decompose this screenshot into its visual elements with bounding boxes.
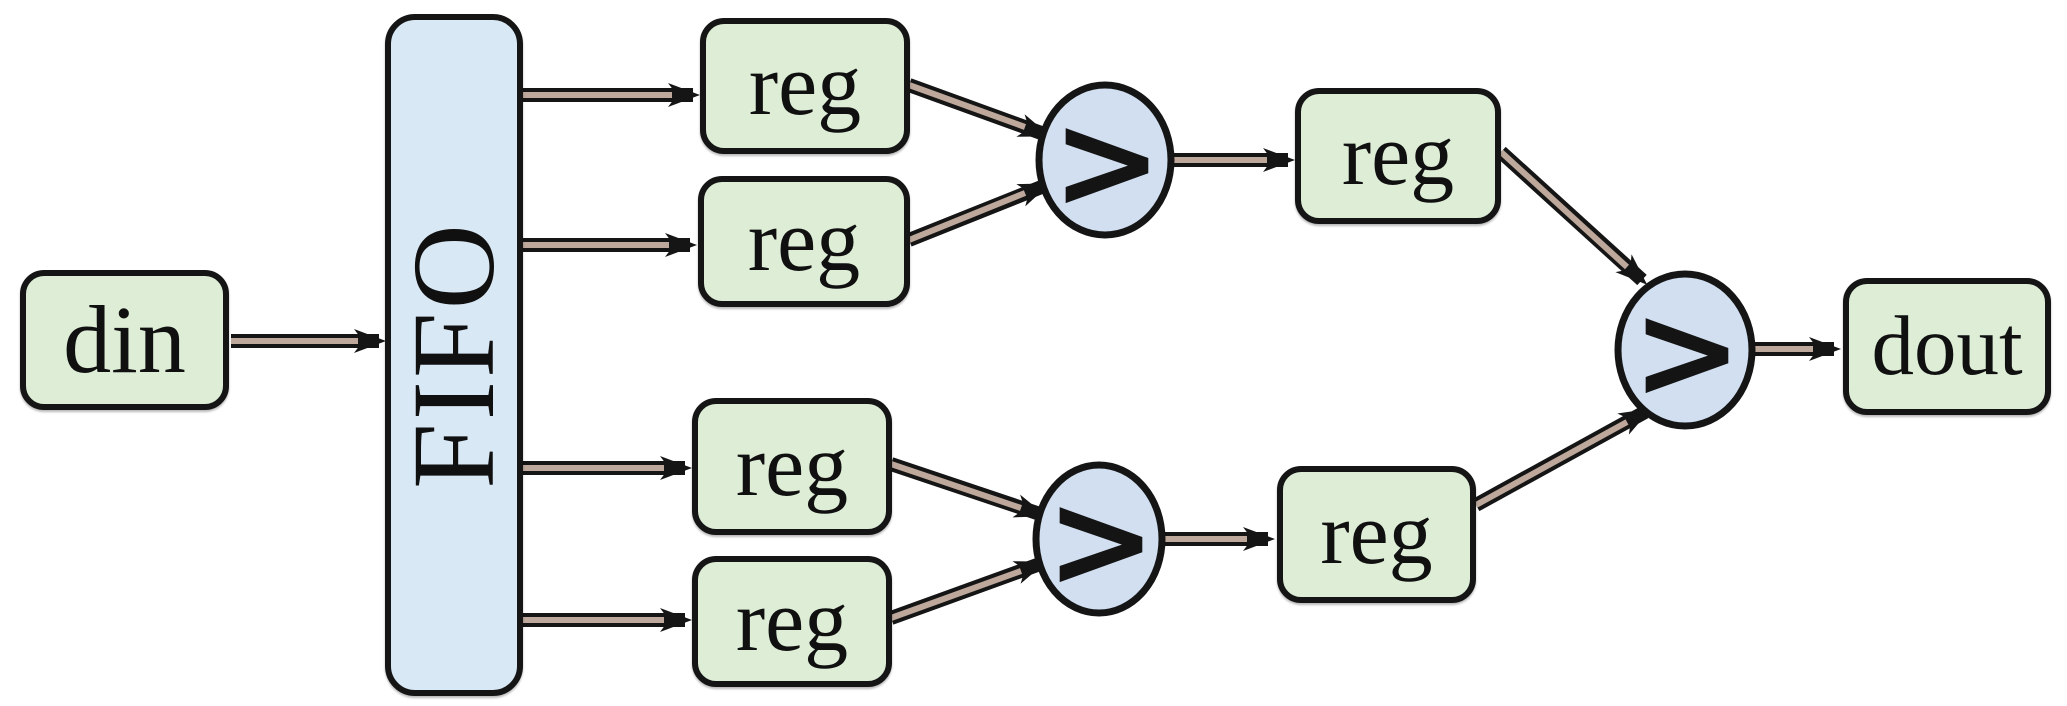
node-fifo: FIFO: [385, 14, 523, 696]
node-fifo-label: FIFO: [388, 221, 520, 489]
comparator-final-circle: [1614, 270, 1756, 430]
edge-reg-bottom-2-comparator-bottom: [888, 557, 1047, 625]
node-reg-label: reg: [748, 37, 862, 134]
node-dout: dout: [1843, 278, 2051, 415]
greater-than-icon: >: [1632, 275, 1743, 429]
greater-than-icon: >: [1046, 464, 1157, 618]
node-reg-bottom-1: reg: [692, 398, 892, 535]
edge-reg-stage2-top-comparator-final: [1496, 146, 1648, 286]
node-reg-label: reg: [735, 572, 849, 670]
edge-reg-bottom-1-comparator-bottom: [888, 457, 1047, 521]
node-din-label: din: [63, 286, 186, 393]
node-reg-stage2-top: reg: [1295, 88, 1501, 224]
comparator-bottom-circle: [1032, 461, 1166, 617]
edge-reg-top-2-comparator-top: [906, 179, 1051, 247]
comparator-bottom: >: [1032, 461, 1166, 618]
node-reg-bottom-2: reg: [692, 556, 892, 687]
comparator-top: >: [1035, 81, 1175, 239]
node-reg-label: reg: [1320, 485, 1433, 583]
comparator-final: >: [1614, 270, 1756, 430]
greater-than-icon: >: [1052, 85, 1163, 239]
node-dout-label: dout: [1871, 299, 2023, 393]
comparator-top-circle: [1035, 81, 1175, 239]
node-reg-top-1: reg: [700, 18, 910, 154]
node-din: din: [20, 270, 229, 410]
edge-reg-stage2-bottom-comparator-final: [1472, 405, 1652, 512]
node-reg-label: reg: [747, 192, 861, 290]
node-reg-label: reg: [735, 417, 849, 515]
node-reg-stage2-bottom: reg: [1277, 466, 1476, 603]
node-reg-top-2: reg: [698, 176, 910, 307]
node-reg-label: reg: [1341, 107, 1455, 204]
edge-reg-top-1-comparator-top: [906, 78, 1051, 141]
